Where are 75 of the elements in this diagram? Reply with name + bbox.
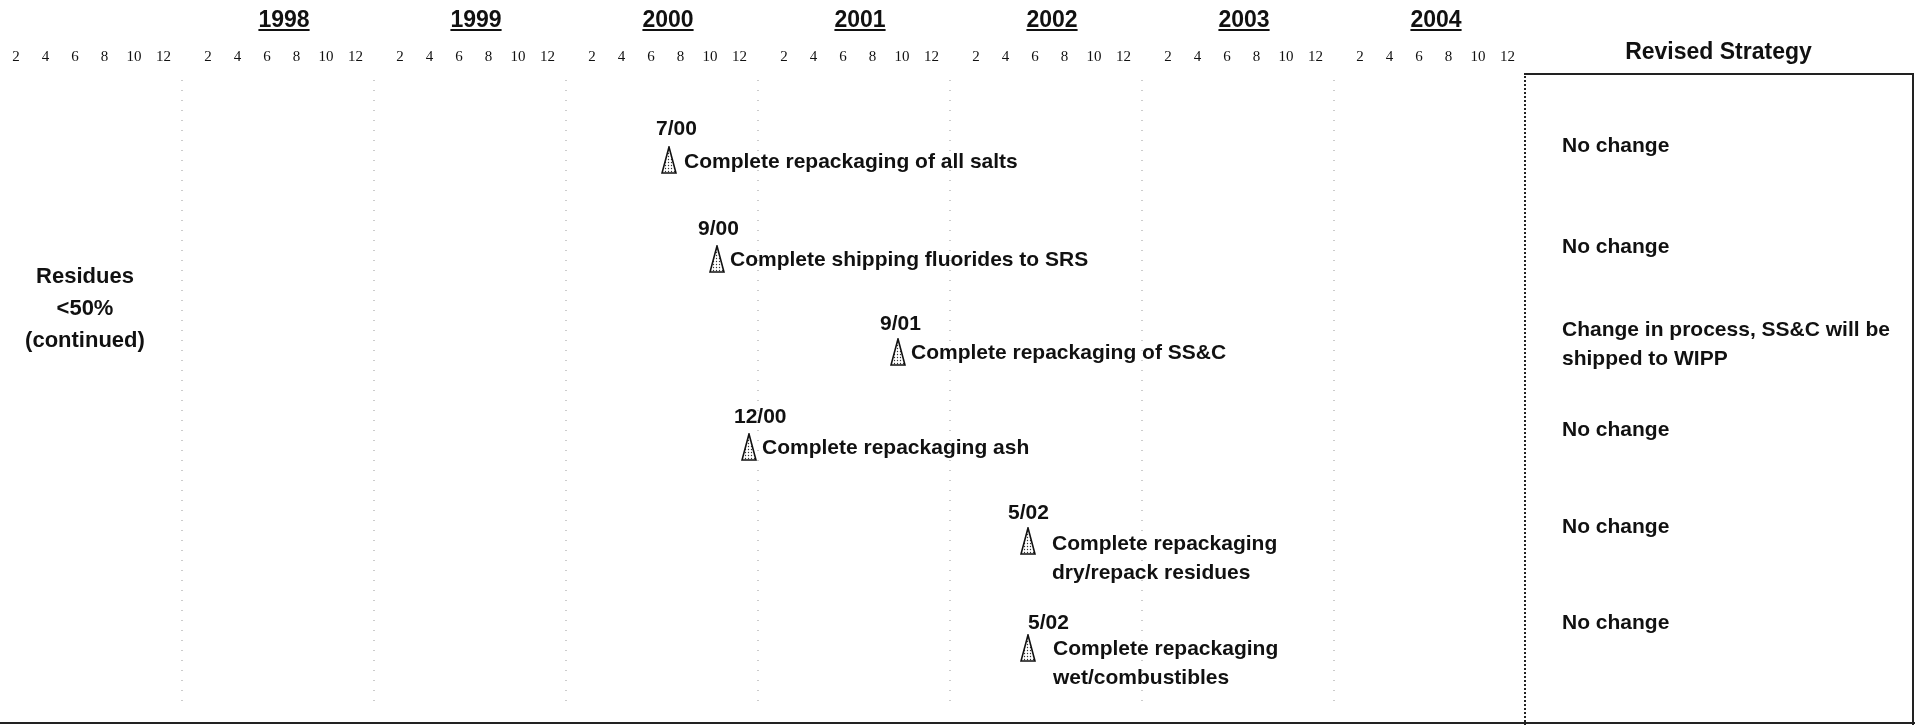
milestone-description: Complete repackaging dry/repack residues bbox=[1052, 530, 1279, 585]
month-tick-label: 12 bbox=[1500, 48, 1515, 65]
month-tick-label: 4 bbox=[233, 48, 242, 65]
milestone-date: 5/02 bbox=[1028, 610, 1069, 634]
month-tick-label: 4 bbox=[425, 48, 434, 65]
month-tick-label: 10 bbox=[1086, 48, 1102, 65]
month-tick-label: 2 bbox=[780, 48, 788, 65]
month-tick-label: 10 bbox=[1470, 48, 1486, 65]
month-tick-label: 2 bbox=[588, 48, 596, 65]
month-tick-label: 12 bbox=[1308, 48, 1323, 65]
month-tick-label: 2 bbox=[972, 48, 980, 65]
month-tick-label: 2 bbox=[204, 48, 212, 65]
month-tick-label: 6 bbox=[455, 48, 463, 65]
month-tick-label: 12 bbox=[732, 48, 747, 65]
month-tick-label: 8 bbox=[484, 48, 493, 65]
milestone-description: Complete shipping fluorides to SRS bbox=[730, 246, 1090, 272]
month-tick-label: 4 bbox=[617, 48, 626, 65]
milestone-date: 12/00 bbox=[734, 404, 787, 428]
month-tick-label: 8 bbox=[292, 48, 301, 65]
month-tick-label: 2 bbox=[1164, 48, 1172, 65]
month-tick-label: 6 bbox=[1031, 48, 1039, 65]
month-tick-label: 4 bbox=[1001, 48, 1010, 65]
month-tick-label: 4 bbox=[41, 48, 50, 65]
month-tick-label: 6 bbox=[71, 48, 79, 65]
year-heading: 2003 bbox=[1218, 6, 1270, 33]
month-tick-label: 8 bbox=[676, 48, 685, 65]
year-heading: 1998 bbox=[258, 6, 310, 33]
year-heading: 2000 bbox=[642, 6, 694, 33]
milestone-date: 7/00 bbox=[656, 116, 697, 140]
month-tick-label: 2 bbox=[1356, 48, 1364, 65]
month-tick-label: 12 bbox=[156, 48, 171, 65]
month-tick-label: 8 bbox=[1444, 48, 1453, 65]
year-heading: 1999 bbox=[450, 6, 502, 33]
month-tick-label: 6 bbox=[647, 48, 655, 65]
month-tick-label: 10 bbox=[702, 48, 718, 65]
month-tick-label: 6 bbox=[1415, 48, 1423, 65]
milestone-description: Complete repackaging of all salts bbox=[684, 148, 1019, 174]
month-tick-label: 4 bbox=[809, 48, 818, 65]
month-tick-label: 4 bbox=[1193, 48, 1202, 65]
month-tick-label: 8 bbox=[100, 48, 109, 65]
month-tick-label: 2 bbox=[396, 48, 404, 65]
row-heading: Residues <50% (continued) bbox=[24, 262, 146, 354]
milestone-date: 5/02 bbox=[1008, 500, 1049, 524]
year-heading: 2004 bbox=[1410, 6, 1462, 33]
strategy-note: No change bbox=[1562, 233, 1671, 259]
month-tick-label: 12 bbox=[348, 48, 363, 65]
month-tick-label: 6 bbox=[263, 48, 271, 65]
month-tick-label: 12 bbox=[924, 48, 939, 65]
month-tick-label: 10 bbox=[510, 48, 526, 65]
column-heading: Revised Strategy bbox=[1624, 38, 1813, 65]
month-tick-label: 12 bbox=[540, 48, 555, 65]
strategy-note: No change bbox=[1562, 132, 1671, 158]
month-tick-label: 10 bbox=[1278, 48, 1294, 65]
year-heading: 2002 bbox=[1026, 6, 1078, 33]
month-tick-label: 8 bbox=[1060, 48, 1069, 65]
month-tick-label: 10 bbox=[894, 48, 910, 65]
month-tick-label: 6 bbox=[839, 48, 847, 65]
month-tick-label: 8 bbox=[1252, 48, 1261, 65]
month-tick-label: 10 bbox=[318, 48, 334, 65]
month-tick-label: 2 bbox=[12, 48, 20, 65]
strategy-note: No change bbox=[1562, 513, 1671, 539]
milestone-date: 9/00 bbox=[698, 216, 739, 240]
milestone-date: 9/01 bbox=[880, 311, 921, 335]
month-tick-label: 10 bbox=[126, 48, 142, 65]
month-tick-label: 4 bbox=[1385, 48, 1394, 65]
month-tick-label: 12 bbox=[1116, 48, 1131, 65]
milestone-description: Complete repackaging wet/combustibles bbox=[1053, 635, 1280, 690]
month-tick-label: 6 bbox=[1223, 48, 1231, 65]
year-heading: 2001 bbox=[834, 6, 886, 33]
strategy-note: No change bbox=[1562, 416, 1671, 442]
strategy-note: No change bbox=[1562, 609, 1671, 635]
month-tick-label: 8 bbox=[868, 48, 877, 65]
milestone-description: Complete repackaging ash bbox=[762, 434, 1031, 460]
strategy-note: Change in process, SS&C will be shipped to WIPP bbox=[1562, 316, 1891, 371]
milestone-description: Complete repackaging of SS&C bbox=[911, 339, 1228, 365]
